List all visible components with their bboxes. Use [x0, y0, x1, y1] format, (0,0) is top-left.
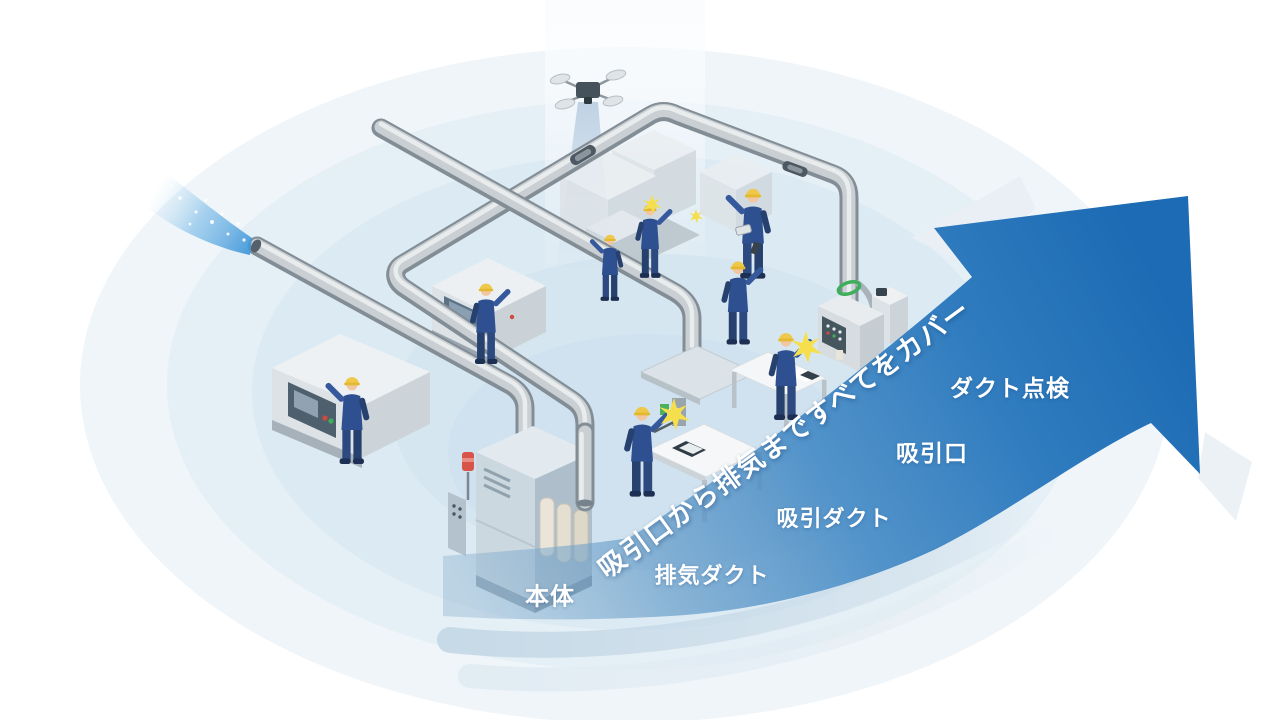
duct-inspection-hatch	[782, 161, 808, 177]
label-suction-inlet: 吸引口	[896, 441, 968, 467]
drone-controller	[735, 224, 752, 236]
arrow-echo-top	[912, 176, 1036, 266]
green-duct-clamp	[836, 280, 862, 296]
machine-far-left	[272, 334, 430, 468]
drone-icon	[549, 69, 627, 110]
arrow-echo-right	[1198, 432, 1252, 521]
duct-inspection-hatch	[570, 144, 596, 166]
arrow-echo-band	[437, 503, 1035, 658]
label-duct-inspection: ダクト点検	[950, 376, 1070, 402]
workers	[324, 188, 814, 497]
duct-outlet-opening	[250, 239, 262, 253]
arrow-echo-band	[458, 526, 1052, 692]
duct-network	[247, 102, 859, 468]
exhaust-spray-icon	[148, 170, 252, 255]
label-main-unit: 本体	[525, 582, 575, 611]
flow-arrow	[443, 196, 1200, 620]
smartphone	[750, 241, 761, 255]
label-suction-duct: 吸引ダクト	[776, 507, 892, 532]
suction-inlet-machine	[728, 279, 908, 432]
label-exhaust-duct: 排気ダクト	[654, 564, 770, 589]
